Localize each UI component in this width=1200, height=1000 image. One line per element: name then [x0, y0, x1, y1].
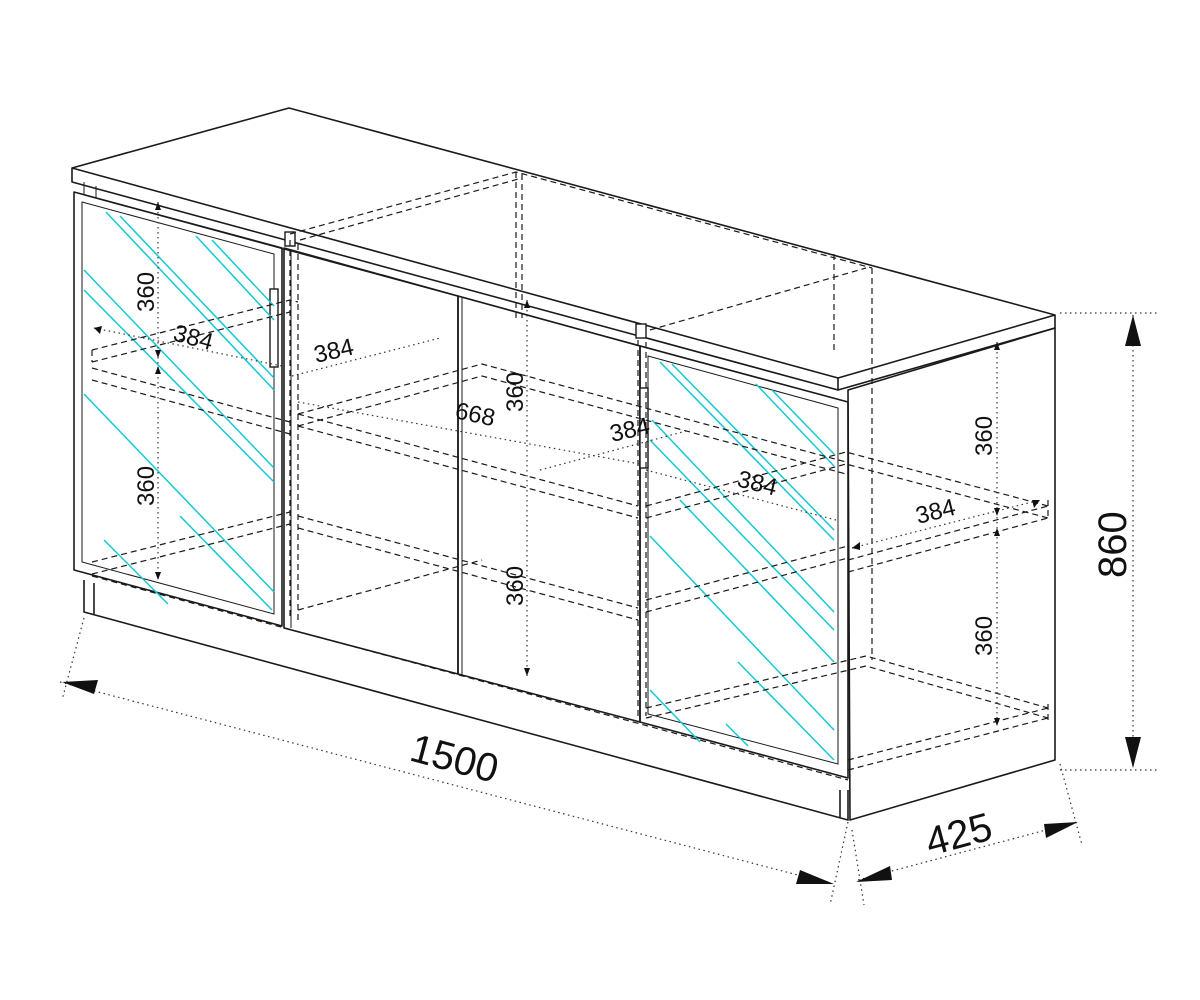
left-door-handle[interactable] — [269, 288, 279, 368]
middle-shelf-depth-label-a: 384 — [311, 334, 356, 369]
middle-lower-height-label: 360 — [502, 566, 529, 606]
middle-shelf-width-label: 668 — [453, 397, 498, 432]
left-door-inner — [81, 201, 275, 615]
middle-right-door — [457, 295, 641, 723]
arrowheads — [62, 202, 1141, 884]
arrow-width-right — [796, 870, 834, 884]
middle-upper-height-label: 360 — [502, 372, 529, 412]
glass-reflections — [83, 211, 835, 761]
right-side-panel — [847, 327, 1056, 821]
plinth — [83, 580, 849, 821]
arrow-width-left — [62, 680, 98, 694]
top-slab — [71, 107, 1056, 379]
arrow-height-bottom — [1125, 737, 1141, 768]
right-shelf-depth-label-b: 384 — [913, 494, 958, 530]
overall-height-label: 860 — [1091, 511, 1135, 578]
cabinet-body — [71, 107, 1056, 821]
left-shelf-depth-label: 384 — [170, 320, 216, 356]
left-door-frame — [73, 191, 283, 627]
right-upper-height-label: 360 — [971, 416, 998, 456]
overall-width-label: 1500 — [406, 726, 503, 792]
right-lower-height-label: 360 — [971, 616, 998, 656]
hidden-interior — [91, 171, 1049, 781]
right-door-inner — [647, 355, 839, 765]
left-lower-height-label: 360 — [133, 466, 160, 506]
arrow-height-top — [1125, 315, 1141, 346]
top-slab-front-edge — [71, 168, 839, 391]
right-shelf-depth-label-a: 384 — [735, 466, 780, 502]
overall-depth-label: 425 — [921, 805, 997, 865]
left-upper-height-label: 360 — [133, 272, 160, 312]
arrow-depth-left — [856, 866, 892, 882]
arrow-depth-right — [1044, 822, 1078, 838]
top-slab-side-edge — [837, 315, 1056, 391]
inner-top-rail — [83, 182, 849, 403]
middle-left-door — [283, 247, 459, 675]
dimension-lines — [59, 202, 1160, 906]
right-door-handle-top[interactable] — [635, 323, 647, 339]
right-door-frame — [639, 345, 849, 779]
right-door-handle[interactable] — [639, 387, 649, 469]
